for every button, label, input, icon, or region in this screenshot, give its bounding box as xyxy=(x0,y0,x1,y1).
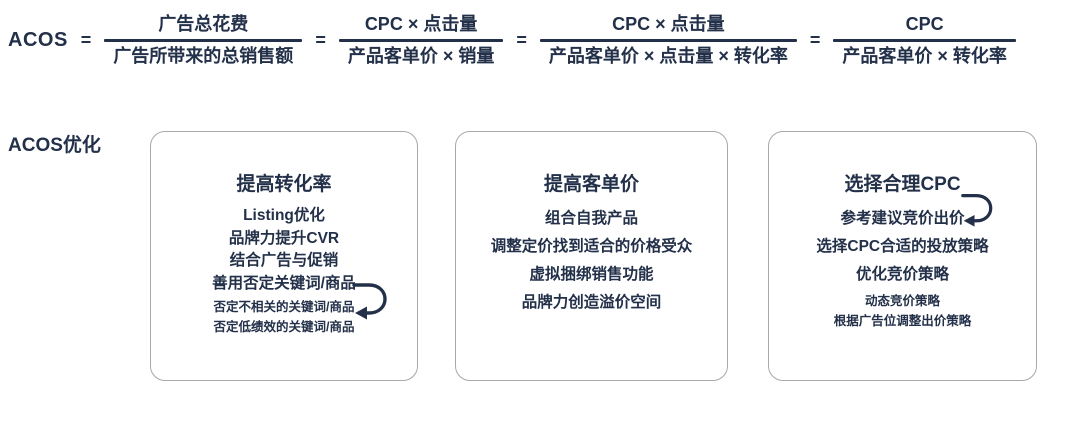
fraction-numerator: CPC xyxy=(905,14,944,34)
formula-lhs: ACOS xyxy=(8,29,68,51)
fraction-bar xyxy=(833,39,1016,42)
box-title: 选择合理CPC xyxy=(844,174,961,195)
box-title: 提高转化率 xyxy=(236,174,332,195)
box-improve-conversion-rate: 提高转化率 Listing优化 品牌力提升CVR 结合广告与促销 善用否定关键词… xyxy=(150,131,418,381)
box-title: 提高客单价 xyxy=(543,174,639,195)
acos-formula: ACOS = 广告总花费 广告所带来的总销售额 = CPC × 点击量 产品客单… xyxy=(8,12,1016,69)
fraction-denominator: 产品客单价 × 转化率 xyxy=(842,46,1007,66)
box-item: Listing优化 xyxy=(243,207,325,224)
box-subitem-list: 动态竞价策略 根据广告位调整出价策略 xyxy=(769,292,1036,331)
box-increase-order-value: 提高客单价 组合自我产品 调整定价找到适合的价格受众 虚拟捆绑销售功能 品牌力创… xyxy=(455,131,728,381)
box-choose-reasonable-cpc: 选择合理CPC 参考建议竞价出价 选择CPC合适的投放策略 优化竞价策略 动态竞… xyxy=(768,131,1037,381)
fraction-cpc-simplified: CPC 产品客单价 × 转化率 xyxy=(833,12,1016,69)
box-subitem: 否定不相关的关键词/商品 xyxy=(213,300,355,314)
box-item: 虚拟捆绑销售功能 xyxy=(529,266,654,283)
box-item-list: 参考建议竞价出价 选择CPC合适的投放策略 优化竞价策略 xyxy=(769,205,1036,289)
fraction-bar xyxy=(104,39,303,42)
fraction-numerator: CPC × 点击量 xyxy=(364,14,478,34)
box-item: 参考建议竞价出价 xyxy=(840,210,965,227)
box-item-list: 组合自我产品 调整定价找到适合的价格受众 虚拟捆绑销售功能 品牌力创造溢价空间 xyxy=(456,205,727,317)
section-label: ACOS优化 xyxy=(8,135,101,156)
box-subitem: 否定低绩效的关键词/商品 xyxy=(213,319,355,334)
box-subitem-list: 否定不相关的关键词/商品 否定低绩效的关键词/商品 xyxy=(151,298,417,337)
box-item: 结合广告与促销 xyxy=(229,252,339,269)
box-item: 调整定价找到适合的价格受众 xyxy=(490,238,693,255)
fraction-cpc-clicks-conversion: CPC × 点击量 产品客单价 × 点击量 × 转化率 xyxy=(539,12,797,69)
equals-sign: = xyxy=(315,30,326,50)
curved-return-arrow-icon xyxy=(961,193,993,227)
fraction-numerator: CPC × 点击量 xyxy=(612,14,725,34)
box-item: 品牌力创造溢价空间 xyxy=(521,294,662,311)
fraction-denominator: 广告所带来的总销售额 xyxy=(113,46,294,66)
box-item-list: Listing优化 品牌力提升CVR 结合广告与促销 善用否定关键词/商品 xyxy=(151,205,417,295)
curved-return-arrow-icon xyxy=(352,283,387,320)
box-item: 组合自我产品 xyxy=(544,210,638,227)
fraction-cpc-clicks-sales: CPC × 点击量 产品客单价 × 销量 xyxy=(338,12,504,69)
box-item: 品牌力提升CVR xyxy=(228,229,340,247)
equals-sign: = xyxy=(809,30,821,50)
box-subitem: 动态竞价策略 xyxy=(864,294,940,308)
equals-sign: = xyxy=(516,30,527,50)
fraction-bar xyxy=(338,39,504,42)
equals-sign: = xyxy=(80,30,92,50)
box-item: 选择CPC合适的投放策略 xyxy=(816,238,989,255)
box-item: 优化竞价策略 xyxy=(855,266,949,283)
fraction-bar xyxy=(539,39,797,42)
fraction-total-spend: 广告总花费 广告所带来的总销售额 xyxy=(104,12,303,69)
fraction-numerator: 广告总花费 xyxy=(158,14,249,34)
fraction-denominator: 产品客单价 × 销量 xyxy=(347,46,495,66)
box-item: 善用否定关键词/商品 xyxy=(212,274,356,292)
fraction-denominator: 产品客单价 × 点击量 × 转化率 xyxy=(548,46,788,66)
box-subitem: 根据广告位调整出价策略 xyxy=(833,313,972,328)
